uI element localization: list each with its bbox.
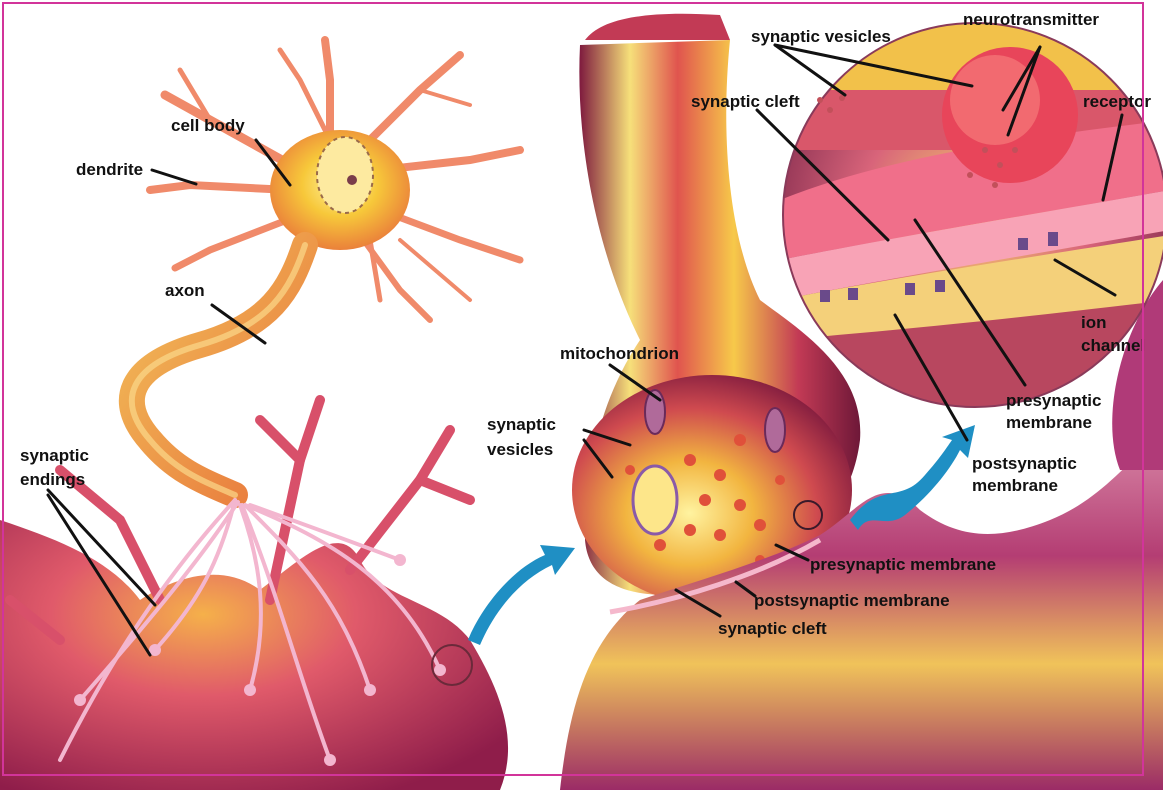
label-cell-body: cell body (171, 116, 245, 135)
label-ion-channel-line2: channel (1081, 336, 1145, 355)
label-presynaptic-membrane-right-line1: presynaptic (1006, 391, 1101, 410)
label-mitochondrion: mitochondrion (560, 344, 679, 363)
label-neurotransmitter: neurotransmitter (963, 10, 1099, 29)
label-synaptic-endings-line2: endings (20, 470, 85, 489)
label-receptor: receptor (1083, 92, 1151, 111)
label-axon: axon (165, 281, 205, 300)
label-presynaptic-membrane-right-line2: membrane (1006, 413, 1092, 432)
label-postsynaptic-membrane-right-line1: postsynaptic (972, 454, 1077, 473)
label-synaptic-vesicles-mid-line2: vesicles (487, 440, 553, 459)
mitochondrion-icon-2 (765, 408, 785, 452)
label-synaptic-endings-line1: synaptic (20, 446, 89, 465)
nucleus-icon (317, 137, 373, 213)
zoom-arrow-1 (468, 545, 575, 645)
label-synaptic-cleft-mid: synaptic cleft (718, 619, 827, 638)
label-postsynaptic-membrane-mid: postsynaptic membrane (754, 591, 950, 610)
label-postsynaptic-membrane-right-line2: membrane (972, 476, 1058, 495)
nucleolus-icon (347, 175, 357, 185)
label-synaptic-vesicles-mid-line1: synaptic (487, 415, 556, 434)
mitochondrion-icon-3 (633, 466, 677, 534)
axon-shape (132, 245, 305, 495)
label-synaptic-cleft-top: synaptic cleft (691, 92, 800, 111)
label-ion-channel-line1: ion (1081, 313, 1107, 332)
label-presynaptic-membrane-mid: presynaptic membrane (810, 555, 996, 574)
label-synaptic-vesicles-top: synaptic vesicles (751, 27, 891, 46)
label-dendrite: dendrite (76, 160, 143, 179)
